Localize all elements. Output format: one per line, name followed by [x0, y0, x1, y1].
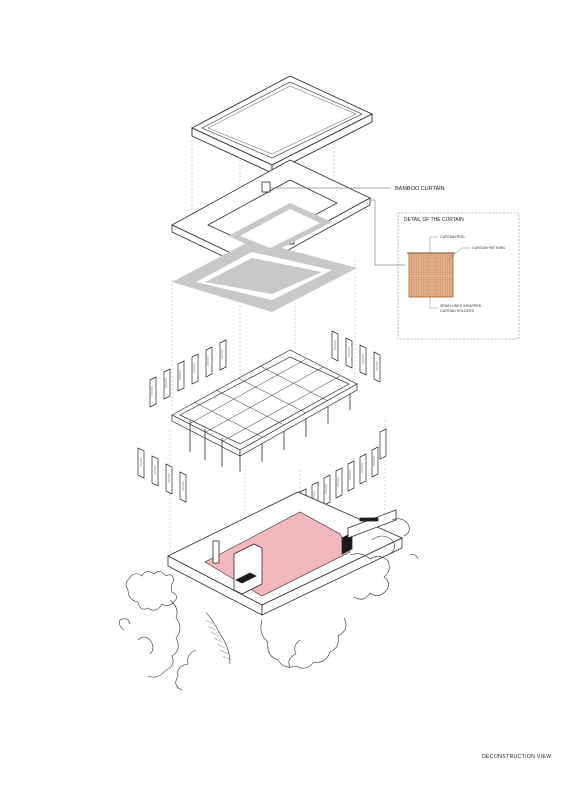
- stair-hatch: [204, 619, 232, 661]
- curtain-pattern-label: CURTAIN PATTERN: [472, 246, 505, 250]
- upper-left-panels: [149, 339, 227, 408]
- curtain-swatch: [408, 252, 454, 298]
- curtain-holders-label-2: CURTAIN HOLDERS: [440, 309, 475, 313]
- curtain-detail-box: [370, 199, 520, 340]
- roof-slab: [190, 75, 374, 174]
- detail-title: DETAIL OF THE CURTAIN: [404, 217, 464, 223]
- lower-left-panels: [137, 447, 187, 503]
- curtain-holders-label-1: SEWN LINES WRAPPED: [440, 304, 482, 308]
- ceiling-shadow-plane: [172, 203, 357, 312]
- base-platform: [167, 491, 403, 616]
- curtain-rod-label: CURTAIN ROD: [440, 235, 465, 239]
- bamboo-curtain-label: BAMBOO CURTAIN: [395, 186, 445, 192]
- terrain-vegetation: [119, 518, 419, 691]
- upper-right-panels: [331, 330, 381, 383]
- structural-frame: [171, 349, 358, 472]
- drawing-footer-title: DECONSTRUCTION VIEW: [482, 754, 552, 760]
